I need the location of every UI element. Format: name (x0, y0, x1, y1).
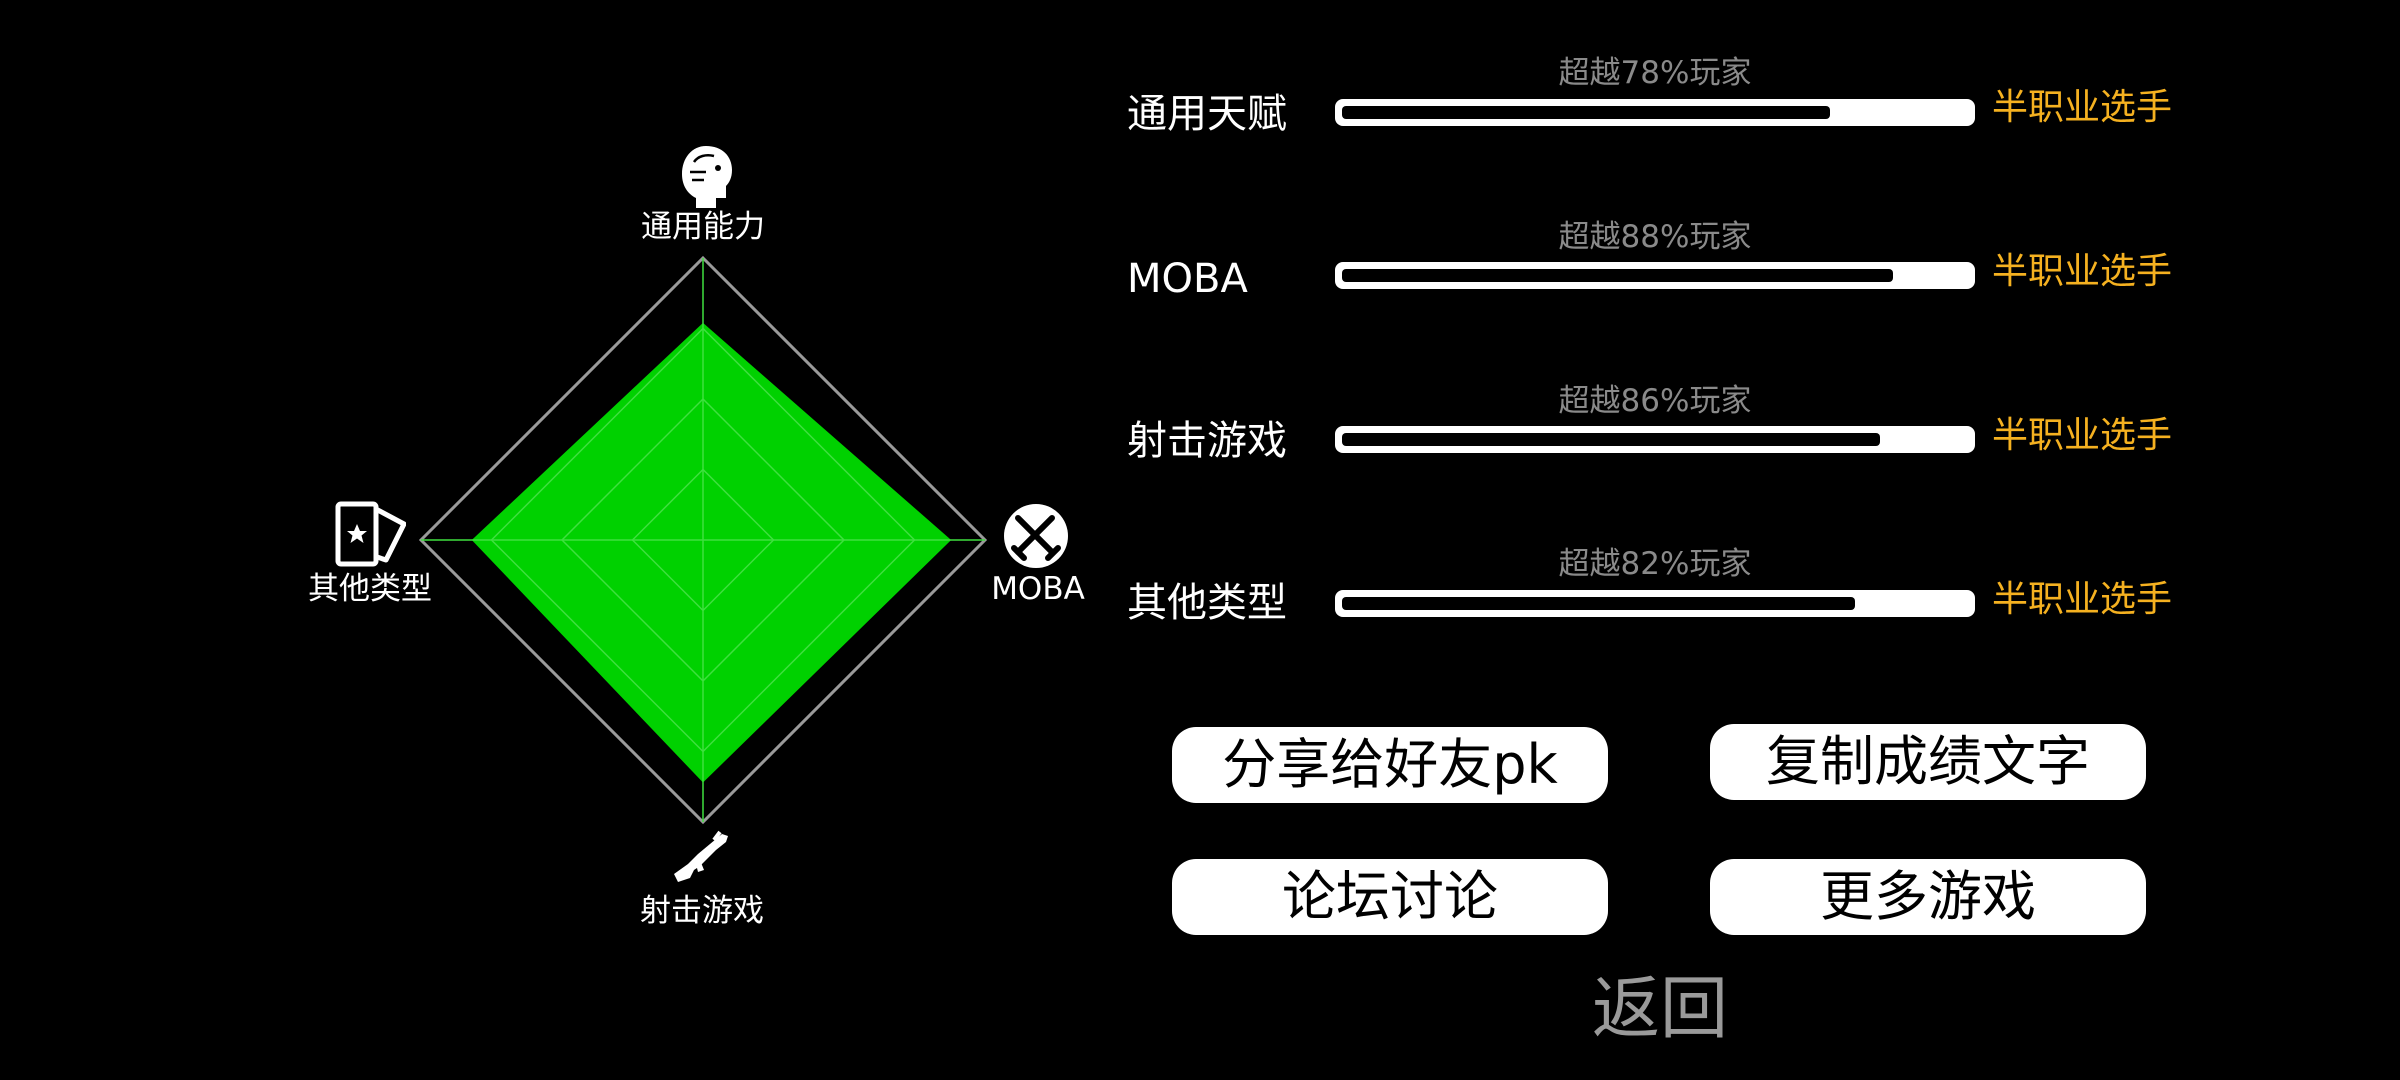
score-row-rank: 半职业选手 (1992, 415, 2173, 456)
score-row-rank: 半职业选手 (1992, 251, 2173, 292)
progress-bar (1335, 99, 1975, 126)
copy-score-text-button[interactable]: 复制成绩文字 (1710, 724, 2146, 800)
share-pk-button[interactable]: 分享给好友pk (1172, 727, 1608, 803)
progress-bar (1335, 590, 1975, 617)
crossed-swords-icon (1004, 504, 1068, 568)
score-row-percent: 超越86%玩家 (1558, 383, 1752, 419)
score-row-name: MOBA (1127, 256, 1248, 302)
star-cards-icon (335, 501, 406, 567)
radar-axis-label-shooter: 射击游戏 (640, 893, 764, 929)
radar-axis-label-general: 通用能力 (641, 209, 765, 245)
progress-bar-fill (1342, 269, 1893, 282)
forum-button[interactable]: 论坛讨论 (1172, 859, 1608, 935)
rifle-icon (674, 830, 728, 882)
back-button[interactable]: 返回 (1591, 970, 1728, 1049)
radar-axis-label-other: 其他类型 (308, 571, 432, 607)
progress-bar-fill (1342, 597, 1855, 610)
progress-bar-fill (1342, 433, 1880, 446)
score-row-name: 通用天赋 (1127, 91, 1287, 137)
radar-fill-area (471, 322, 952, 783)
score-row-percent: 超越82%玩家 (1558, 546, 1752, 582)
score-row-percent: 超越78%玩家 (1558, 55, 1752, 91)
head-profile-icon (682, 146, 732, 208)
progress-bar (1335, 426, 1975, 453)
score-row-name: 射击游戏 (1127, 418, 1287, 464)
score-row-rank: 半职业选手 (1992, 579, 2173, 620)
score-row-percent: 超越88%玩家 (1558, 219, 1752, 255)
progress-bar (1335, 262, 1975, 289)
radar-axis-label-moba: MOBA (991, 571, 1085, 607)
radar-grid-overlay (421, 258, 985, 822)
score-row-name: 其他类型 (1127, 580, 1287, 626)
progress-bar-fill (1342, 106, 1830, 119)
more-games-button[interactable]: 更多游戏 (1710, 859, 2146, 935)
score-row-rank: 半职业选手 (1992, 87, 2173, 128)
